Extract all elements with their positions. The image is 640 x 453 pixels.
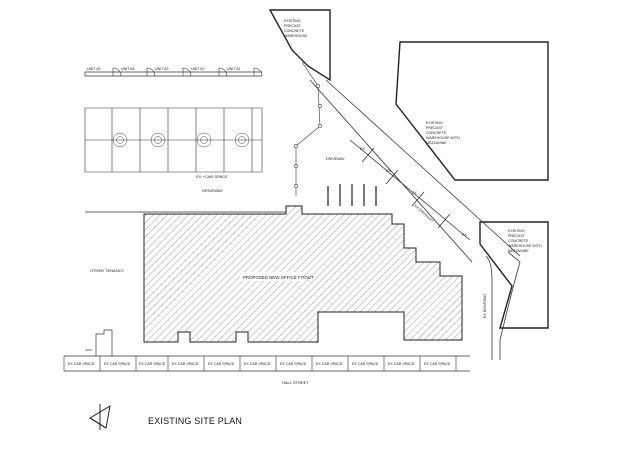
space-label: EX CAR SPACE	[104, 362, 131, 366]
space-label: EX CAR SPACE	[424, 362, 451, 366]
bottom-space-labels: EX CAR SPACE EX CAR SPACE EX CAR SPACE E…	[68, 362, 451, 366]
warehouse-label: EXISTING	[426, 121, 443, 125]
proposed-office-label: PROPOSED NEW OFFICE FITOUT	[243, 275, 314, 280]
warehouse-label: CONCRETE	[284, 29, 305, 33]
driveway-label: DRIVEWAY	[202, 188, 223, 193]
warehouse-mid: EXISTING PRECAST CONCRETE WAREHOUSE WITH…	[395, 41, 549, 181]
unit-labels: UNIT A5 UNIT A4 UNIT A3 UNIT A2 UNIT A1	[87, 67, 241, 71]
space-label: EX CAR SPACE	[280, 362, 307, 366]
warehouse-label: MEZZANINE	[508, 249, 529, 253]
space-label: EX CAR SPACE	[244, 362, 271, 366]
path-markers	[294, 61, 322, 196]
warehouse-label: WAREHOUSE	[284, 34, 308, 38]
tree-symbols	[112, 132, 250, 148]
space-label: EX CAR SPACE	[172, 362, 199, 366]
space-label: EX	[386, 169, 391, 173]
space-label: EX	[412, 191, 417, 195]
warehouse-label: MEZZANINE	[426, 141, 447, 145]
warehouse-label: EXISTING	[284, 19, 301, 23]
top-car-spaces	[84, 107, 263, 173]
right-driveway	[485, 251, 521, 360]
diagonal-driveway	[309, 79, 521, 263]
unit-label: UNIT A5	[87, 67, 101, 71]
parking-lines-mid	[327, 184, 377, 206]
unit-doors	[112, 67, 263, 77]
bottom-car-spaces	[63, 356, 457, 371]
unit-label: UNIT A3	[155, 67, 169, 71]
space-label: EX CAR SPACE	[139, 362, 166, 366]
driveway-diag-label: EX DRIVEWAY	[413, 204, 434, 224]
warehouse-label: CONCRETE	[426, 131, 447, 135]
space-label: EX CAR SPACE	[316, 362, 343, 366]
space-label: EX CAR SPACE	[352, 362, 379, 366]
diagonal-spaces: EX EX EX EX	[360, 147, 467, 237]
drawing-title: EXISTING SITE PLAN	[148, 416, 242, 426]
warehouse-label: WAREHOUSE WITH	[426, 136, 460, 140]
car-space-label: EX +CAR SPACE	[196, 174, 228, 179]
warehouse-label: PRECAST	[284, 24, 302, 28]
warehouse-label: PRECAST	[508, 234, 526, 238]
warehouse-label: EXISTING	[508, 229, 525, 233]
unit-label: UNIT A2	[191, 67, 205, 71]
space-label: EX	[462, 233, 467, 237]
driveway-right-label: EX DRIVEWAY	[483, 293, 487, 318]
space-label: EX CAR SPACE	[208, 362, 235, 366]
warehouse-label: PRECAST	[426, 126, 444, 130]
warehouse-label: CONCRETE	[508, 239, 529, 243]
small-structure	[95, 329, 113, 356]
warehouse-top: EXISTING PRECAST CONCRETE WAREHOUSE	[268, 9, 331, 82]
space-label: EX CAR SPACE	[68, 362, 95, 366]
north-arrow-icon	[89, 404, 111, 430]
driveway-mid-label: DRIVEWAY	[326, 157, 345, 161]
space-label: EX CAR SPACE	[388, 362, 415, 366]
other-tenancy-label: OTHER TENANCY	[90, 268, 124, 273]
unit-label: UNIT A4	[121, 67, 135, 71]
warehouse-low: EXISTING PRECAST CONCRETE WAREHOUSE WITH…	[479, 221, 549, 329]
unit-row	[84, 71, 262, 77]
site-lines	[64, 211, 470, 372]
street-label: HALL STREET	[282, 380, 309, 385]
unit-label: UNIT A1	[227, 67, 241, 71]
space-label: EX	[360, 147, 365, 151]
warehouse-label: WAREHOUSE WITH	[508, 244, 542, 248]
